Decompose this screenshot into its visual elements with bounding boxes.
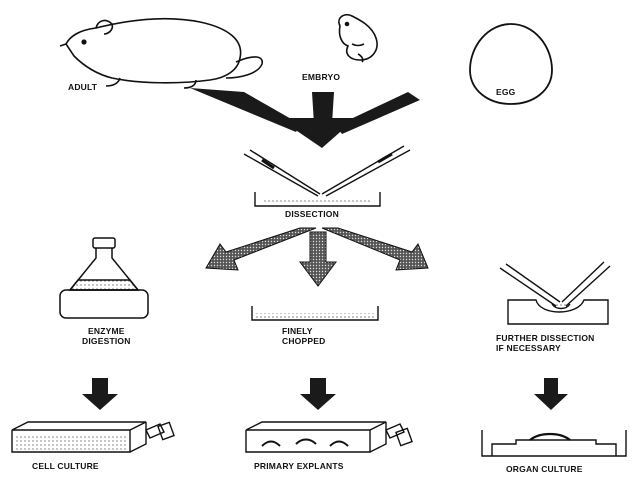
egg-illustration xyxy=(469,23,553,105)
enzyme-flask-illustration xyxy=(59,237,149,319)
primary-explants-flask xyxy=(245,421,413,453)
label-enzyme-line1: ENZYME xyxy=(88,326,125,336)
label-dissection: DISSECTION xyxy=(285,209,339,219)
label-finely-line1: FINELY xyxy=(282,326,313,336)
down-arrows xyxy=(82,378,568,410)
label-primary-explants: PRIMARY EXPLANTS xyxy=(254,461,344,471)
organ-culture-dish xyxy=(481,430,627,457)
label-organ-culture: ORGAN CULTURE xyxy=(506,464,583,474)
label-cell-culture: CELL CULTURE xyxy=(32,461,99,471)
label-embryo: EMBRYO xyxy=(302,72,340,82)
cell-culture-flask xyxy=(11,421,175,453)
chopped-dish-illustration xyxy=(251,306,379,321)
label-egg: EGG xyxy=(496,87,516,97)
converging-arrow xyxy=(190,88,420,148)
label-further-line2: IF NECESSARY xyxy=(496,343,561,353)
label-finely-line2: CHOPPED xyxy=(282,336,325,346)
further-dissection-illustration xyxy=(499,261,611,325)
adult-mouse-illustration xyxy=(59,17,263,89)
label-further-line1: FURTHER DISSECTION xyxy=(496,333,595,343)
label-adult: ADULT xyxy=(68,82,98,92)
embryo-illustration xyxy=(338,13,378,63)
label-enzyme-line2: DIGESTION xyxy=(82,336,131,346)
diverging-arrows xyxy=(205,227,429,287)
dissection-dish-illustration xyxy=(243,145,411,207)
